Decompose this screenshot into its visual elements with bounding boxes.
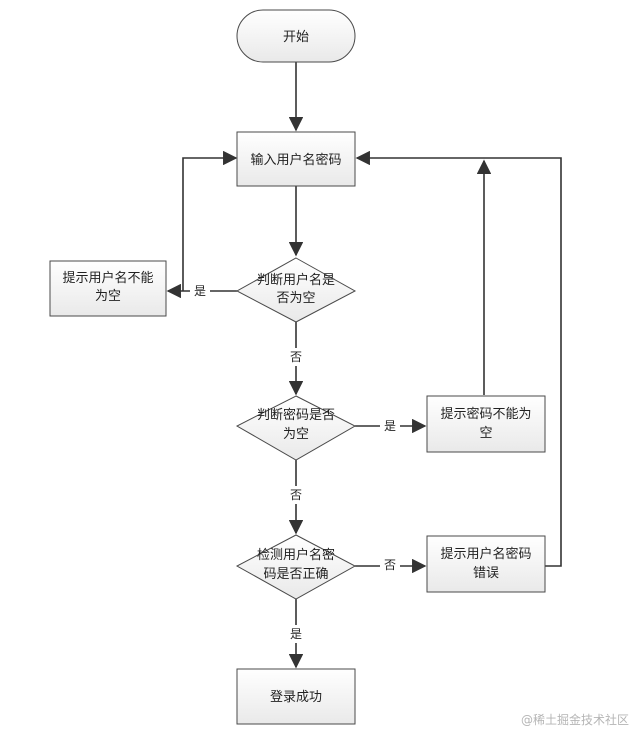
check-username-empty-label-2: 否为空: [276, 291, 315, 306]
edge-error-back-to-input: [355, 150, 562, 567]
check-password-empty-label-1: 判断密码是否: [257, 407, 335, 423]
username-empty-message-2: 为空: [95, 289, 121, 304]
watermark-text: @稀土掘金技术社区: [520, 713, 629, 727]
check-credentials-decision: [235, 534, 357, 600]
start-label: 开始: [283, 30, 309, 45]
edge-label-user-empty-no: 否: [290, 350, 302, 364]
password-empty-message-2: 空: [479, 426, 492, 441]
check-credentials-label-1: 检测用户名密: [257, 547, 335, 563]
check-credentials-label-2: 码是否正确: [263, 567, 328, 582]
credentials-error-message-1: 提示用户名密码: [440, 546, 531, 562]
check-password-empty-label-2: 为空: [283, 427, 309, 442]
input-label: 输入用户名密码: [250, 152, 341, 168]
login-success-label: 登录成功: [270, 690, 322, 705]
check-password-empty-decision: [235, 395, 357, 461]
login-success-node: [236, 668, 356, 725]
password-empty-message-node: [426, 395, 546, 453]
check-username-empty-decision: [235, 257, 357, 323]
edge-label-pwd-empty-yes: 是: [384, 419, 396, 433]
edge-label-pwd-empty-no: 否: [290, 488, 302, 502]
password-empty-message-1: 提示密码不能为: [440, 406, 531, 422]
check-username-empty-label-1: 判断用户名是: [257, 272, 335, 288]
credentials-error-message-node: [426, 535, 546, 593]
credentials-error-message-2: 错误: [473, 566, 499, 581]
edge-user-msg-back-to-input: [182, 150, 238, 291]
username-empty-message-1: 提示用户名不能: [62, 270, 153, 286]
username-empty-message-node: [49, 260, 167, 317]
edge-label-user-empty-yes: 是: [194, 284, 206, 298]
input-node: [236, 131, 356, 187]
edge-label-cred-no: 否: [384, 558, 396, 572]
start-node: [236, 9, 356, 63]
edge-label-cred-yes: 是: [290, 627, 302, 641]
